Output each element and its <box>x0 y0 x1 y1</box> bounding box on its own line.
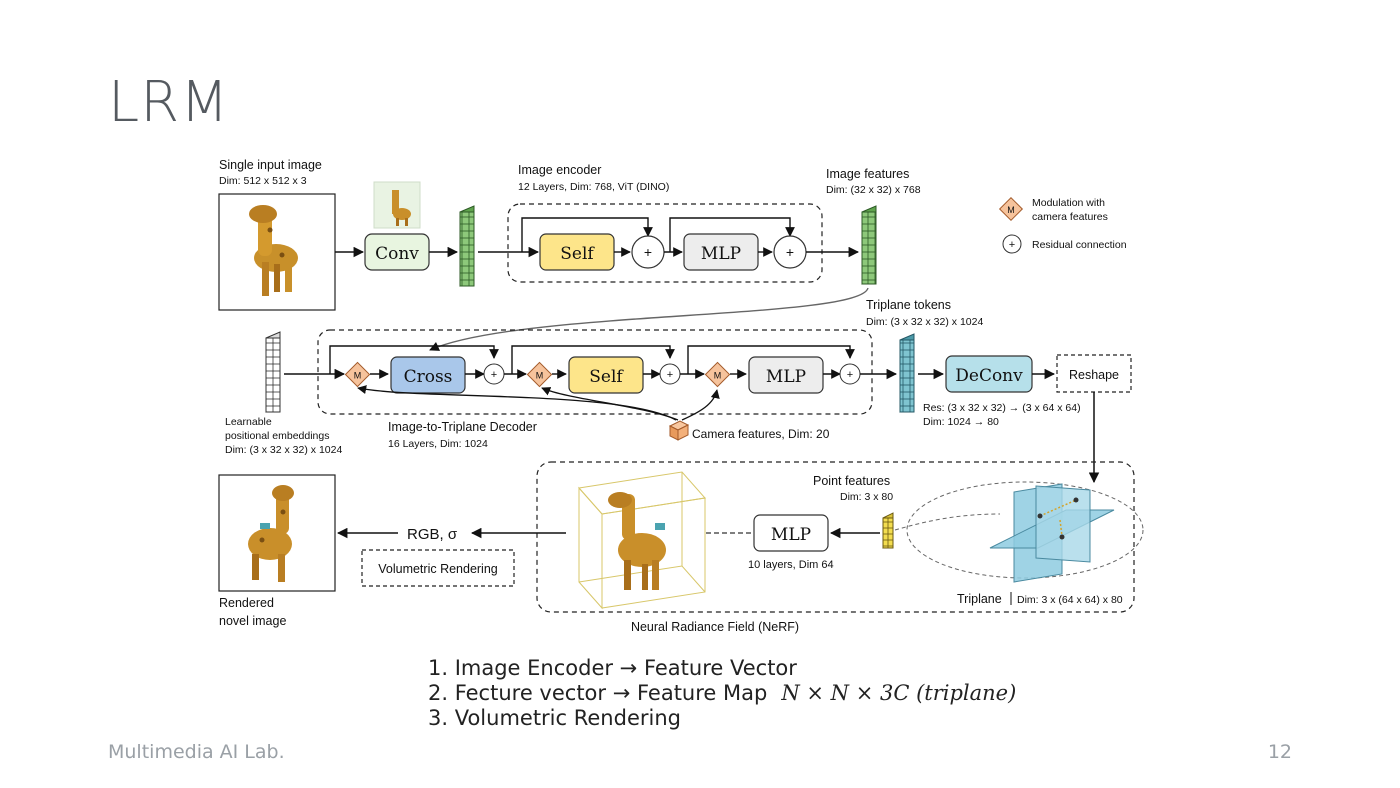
summary-list: 1. Image Encoder → Feature Vector 2. Fec… <box>428 656 1016 731</box>
rendered-line2: novel image <box>219 614 286 628</box>
image-features-dim: Dim: (32 x 32) x 768 <box>826 184 921 196</box>
svg-text:M: M <box>536 371 544 381</box>
camera-features-cube <box>668 420 690 441</box>
deconv-dim: Dim: 1024 → 80 <box>923 416 999 428</box>
legend-modulation-icon <box>998 196 1024 222</box>
giraffe-illustration <box>249 205 298 296</box>
triplane-tokens-column <box>899 333 915 413</box>
rendered-line1: Rendered <box>219 596 274 610</box>
deconv-res: Res: (3 x 32 x 32) → (3 x 64 x 64) <box>923 402 1081 414</box>
learnable-line2: positional embeddings <box>225 430 330 442</box>
svg-text:+: + <box>786 244 794 260</box>
page-number: 12 <box>1267 741 1292 763</box>
triplane-visualization <box>906 481 1144 583</box>
decoder-group-box <box>317 329 873 415</box>
modulation-node-3 <box>704 361 731 388</box>
nerf-volume-cube <box>578 471 706 610</box>
cross-label: Cross <box>404 367 453 387</box>
modulation-node-2 <box>526 361 553 388</box>
image-features-to-cross-connector <box>429 287 869 351</box>
input-image-dim: Dim: 512 x 512 x 3 <box>219 175 307 187</box>
decoder-self-attention-block <box>568 356 644 394</box>
triplane-label: Triplane <box>957 592 1002 606</box>
reshape-label: Reshape <box>1069 368 1119 382</box>
encoder-self-label: Self <box>560 244 595 264</box>
point-features-dim: Dim: 3 x 80 <box>840 491 893 503</box>
svg-text:M: M <box>714 371 722 381</box>
triplane-dim: Dim: 3 x (64 x 64) x 80 <box>1017 594 1123 606</box>
decoder-mlp-block <box>748 356 824 394</box>
nerf-mlp-block <box>753 514 829 552</box>
legend-modulation-line1: Modulation with <box>1032 197 1105 209</box>
decoder-mlp-label: MLP <box>766 367 806 387</box>
learnable-dim: Dim: (3 x 32 x 32) x 1024 <box>225 444 342 456</box>
cross-attention-block <box>390 356 466 394</box>
volumetric-rendering-box <box>361 549 515 587</box>
learnable-embeddings-column <box>265 331 281 413</box>
image-features-column <box>861 205 877 285</box>
svg-text:+: + <box>847 369 853 381</box>
encoder-subtitle: 12 Layers, Dim: 768, ViT (DINO) <box>518 181 669 193</box>
decoder-title: Image-to-Triplane Decoder <box>388 420 537 434</box>
svg-text:+: + <box>491 369 497 381</box>
point-features-label: Point features <box>813 474 890 488</box>
slide-title: LRM <box>108 70 230 135</box>
decoder-subtitle: 16 Layers, Dim: 1024 <box>388 438 488 450</box>
learnable-line1: Learnable <box>225 416 272 428</box>
svg-text:+: + <box>667 369 673 381</box>
thumbnail-image <box>373 181 421 229</box>
volumetric-rendering-label: Volumetric Rendering <box>378 562 498 576</box>
rendered-image-frame <box>218 474 336 592</box>
triplane-tokens-dim: Dim: (3 x 32 x 32) x 1024 <box>866 316 983 328</box>
nerf-title: Neural Radiance Field (NeRF) <box>631 620 799 634</box>
legend: M Modulation with camera features + Resi… <box>998 196 1127 254</box>
rendered-giraffe-illustration <box>248 485 294 582</box>
encoder-mlp-label: MLP <box>701 244 741 264</box>
nerf-mlp-sub: 10 layers, Dim 64 <box>748 559 834 571</box>
decoder-self-label: Self <box>589 367 624 387</box>
camera-features-label: Camera features, Dim: 20 <box>692 427 830 441</box>
svg-text:M: M <box>1007 205 1015 215</box>
patch-tokens-column <box>459 205 475 287</box>
triplane-tokens-label: Triplane tokens <box>866 298 951 312</box>
point-features-column <box>882 512 894 549</box>
legend-residual-label: Residual connection <box>1032 239 1127 251</box>
nerf-mlp-label: MLP <box>771 525 811 545</box>
legend-modulation-line2: camera features <box>1032 211 1108 223</box>
svg-text:M: M <box>354 371 362 381</box>
encoder-title: Image encoder <box>518 163 601 177</box>
summary-item-1: 1. Image Encoder → Feature Vector <box>428 656 797 680</box>
image-features-label: Image features <box>826 167 909 181</box>
nerf-group-box <box>536 461 1135 613</box>
input-image-label: Single input image <box>219 158 322 172</box>
lrm-architecture-diagram: Single input image Dim: 512 x 512 x 3 Co… <box>218 158 1144 634</box>
input-image-frame <box>218 193 336 311</box>
legend-residual-icon <box>1002 234 1022 254</box>
svg-text:+: + <box>1009 239 1015 251</box>
deconv-label: DeConv <box>955 366 1023 386</box>
svg-text:+: + <box>644 244 652 260</box>
math-expression: N × N × 3C (triplane) <box>781 681 1017 705</box>
conv-label: Conv <box>375 244 419 264</box>
footer-lab-name: Multimedia AI Lab. <box>108 741 285 763</box>
encoder-group-box <box>507 203 823 283</box>
modulation-node-1 <box>344 361 371 388</box>
rgb-sigma-label: RGB, σ <box>407 526 458 543</box>
summary-item-3: 3. Volumetric Rendering <box>428 706 681 730</box>
